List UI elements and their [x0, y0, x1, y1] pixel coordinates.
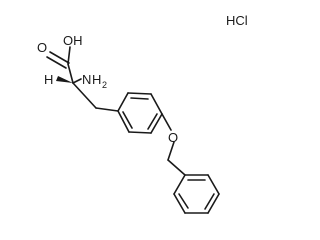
stereo-hydrogen-label: H	[44, 72, 53, 87]
ring2-inner-double-3	[178, 193, 189, 209]
ring2-bond-5	[173, 193, 186, 214]
ring1-bond-6	[117, 110, 130, 133]
ring2-bond-3	[207, 193, 220, 214]
ring1-inner-double-1	[130, 97, 149, 100]
carboxyl-oh-label: OH	[63, 33, 83, 48]
amine-nitrogen-label: N	[82, 72, 91, 87]
carbonyl-double-bond-b	[46, 56, 67, 69]
ring1-bond-2	[127, 92, 152, 95]
hydrochloride-salt-label: HCl	[226, 13, 248, 28]
ring1-bond-5	[128, 131, 152, 134]
bond-layer	[46, 46, 220, 214]
carboxyl-c-oh-bond	[67, 46, 71, 65]
ether-to-benzyl-bond	[167, 141, 175, 161]
alpha-to-amine-bond	[72, 78, 82, 84]
ring2-bond-2	[207, 174, 220, 195]
amine-hydrogen-count: 2	[102, 80, 107, 90]
ring1-bond-4	[150, 113, 163, 134]
carboxyl-to-alpha-bond	[67, 63, 74, 84]
atom-labels: O OH H N H 2 O HCl	[37, 13, 248, 145]
ether-oxygen-label: O	[168, 130, 178, 145]
ring2-inner-double-2	[204, 193, 215, 210]
ring1-bond-1	[117, 92, 129, 112]
ring1-bond-3	[150, 93, 163, 115]
ring-to-ether-bond	[161, 113, 172, 131]
beta-to-ring-bond	[95, 107, 119, 112]
carbonyl-oxygen-label: O	[37, 40, 47, 55]
ring1-inner-double-3	[122, 111, 133, 129]
amine-hydrogen-label: H	[92, 72, 101, 87]
ring2-bond-6	[173, 174, 186, 195]
alpha-to-beta-bond	[72, 82, 97, 109]
benzyl-to-ring-bond	[167, 159, 186, 176]
stereo-wedge-bond	[56, 76, 73, 83]
carbonyl-double-bond-a	[49, 51, 70, 64]
molecule-structure: O OH H N H 2 O HCl	[37, 13, 248, 214]
ring1-inner-double-2	[147, 113, 158, 130]
